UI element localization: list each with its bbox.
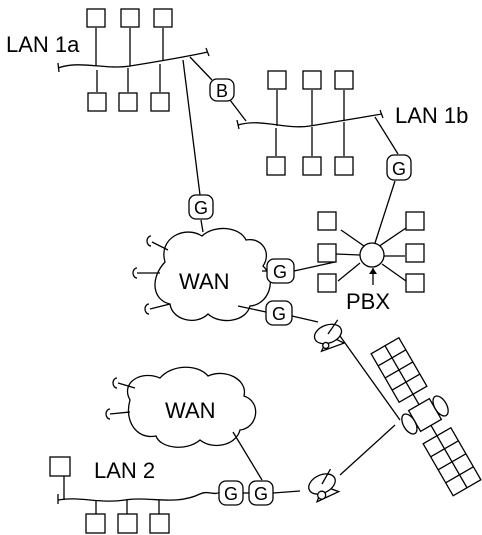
pbx-terminal-icon (405, 243, 425, 263)
pbx-terminal-icon (405, 211, 425, 231)
lan-1a: LAN 1a (6, 8, 210, 112)
lan-1a-terminal-icon (120, 8, 140, 28)
lan-2: LAN 2 (49, 456, 221, 534)
lan-1b-label: LAN 1b (395, 103, 468, 128)
gateway-lan-1b (386, 154, 412, 181)
lan-1a-terminal-icon (150, 92, 170, 112)
gateway-wan-pbx (266, 258, 295, 284)
telephone-icon (112, 377, 118, 389)
satellite-dish-icon (308, 468, 341, 504)
gateway-wan-sat-label: G (272, 304, 286, 324)
pbx: PBX (317, 211, 425, 314)
lan-1a-terminal-icon (87, 92, 107, 112)
pbx-terminal-icon (317, 211, 337, 231)
lan-2-label: LAN 2 (94, 458, 155, 483)
lan-1b-terminal-icon (302, 70, 322, 90)
pbx-switch-node (359, 242, 385, 268)
wan-top-cloud-icon: WAN (132, 227, 271, 322)
lan-2-terminal-icon (149, 513, 170, 534)
lan-1a-terminal-icon (153, 8, 173, 28)
gateway-wan-sat (265, 300, 293, 326)
pbx-terminal-icon (317, 273, 337, 293)
lan-2-terminal-icon (117, 513, 138, 534)
lan-1b-terminal-icon (266, 156, 286, 176)
wan-top-label: WAN (179, 269, 230, 294)
telephone-icon (144, 303, 150, 315)
wan-bottom-cloud-icon: WAN (105, 366, 257, 448)
gateway-lan-2-b-label: G (254, 484, 268, 504)
lan-1b-terminal-icon (302, 156, 322, 176)
lan-1b: LAN 1b (236, 70, 468, 176)
lan-1b-terminal-icon (334, 156, 354, 176)
lan-1a-terminal-icon (86, 8, 106, 28)
bridge-label: B (216, 81, 228, 101)
lan-2-terminal-icon (85, 513, 106, 534)
lan-2-bus (57, 491, 221, 502)
pbx-label: PBX (346, 289, 390, 314)
telephone-icon (105, 408, 111, 420)
pbx-terminal-icon (405, 273, 425, 293)
bridge-node (209, 78, 235, 102)
satellite-icon (370, 336, 482, 497)
lan-1a-label: LAN 1a (6, 32, 80, 57)
satellite-dish-icon (313, 319, 346, 353)
gateway-lan-2-a-label: G (224, 484, 238, 504)
wan-bottom-label: WAN (165, 398, 216, 423)
gateway-lan-1b-label: G (392, 159, 406, 179)
lan-1b-terminal-icon (334, 70, 354, 90)
lan-1a-terminal-icon (118, 92, 138, 112)
lan-1b-terminal-icon (267, 70, 287, 90)
pbx-terminal-icon (317, 243, 337, 263)
gateway-wan-pbx-label: G (273, 262, 287, 282)
telephone-icon (146, 235, 152, 247)
gateway-lan-1a-label: G (194, 198, 208, 218)
lan-1a-bus (57, 51, 209, 69)
lan-1b-bus (237, 113, 383, 128)
gateway-lan-1a (188, 194, 214, 220)
telephone-icon (132, 267, 138, 279)
lan-2-terminal-icon (49, 456, 71, 477)
